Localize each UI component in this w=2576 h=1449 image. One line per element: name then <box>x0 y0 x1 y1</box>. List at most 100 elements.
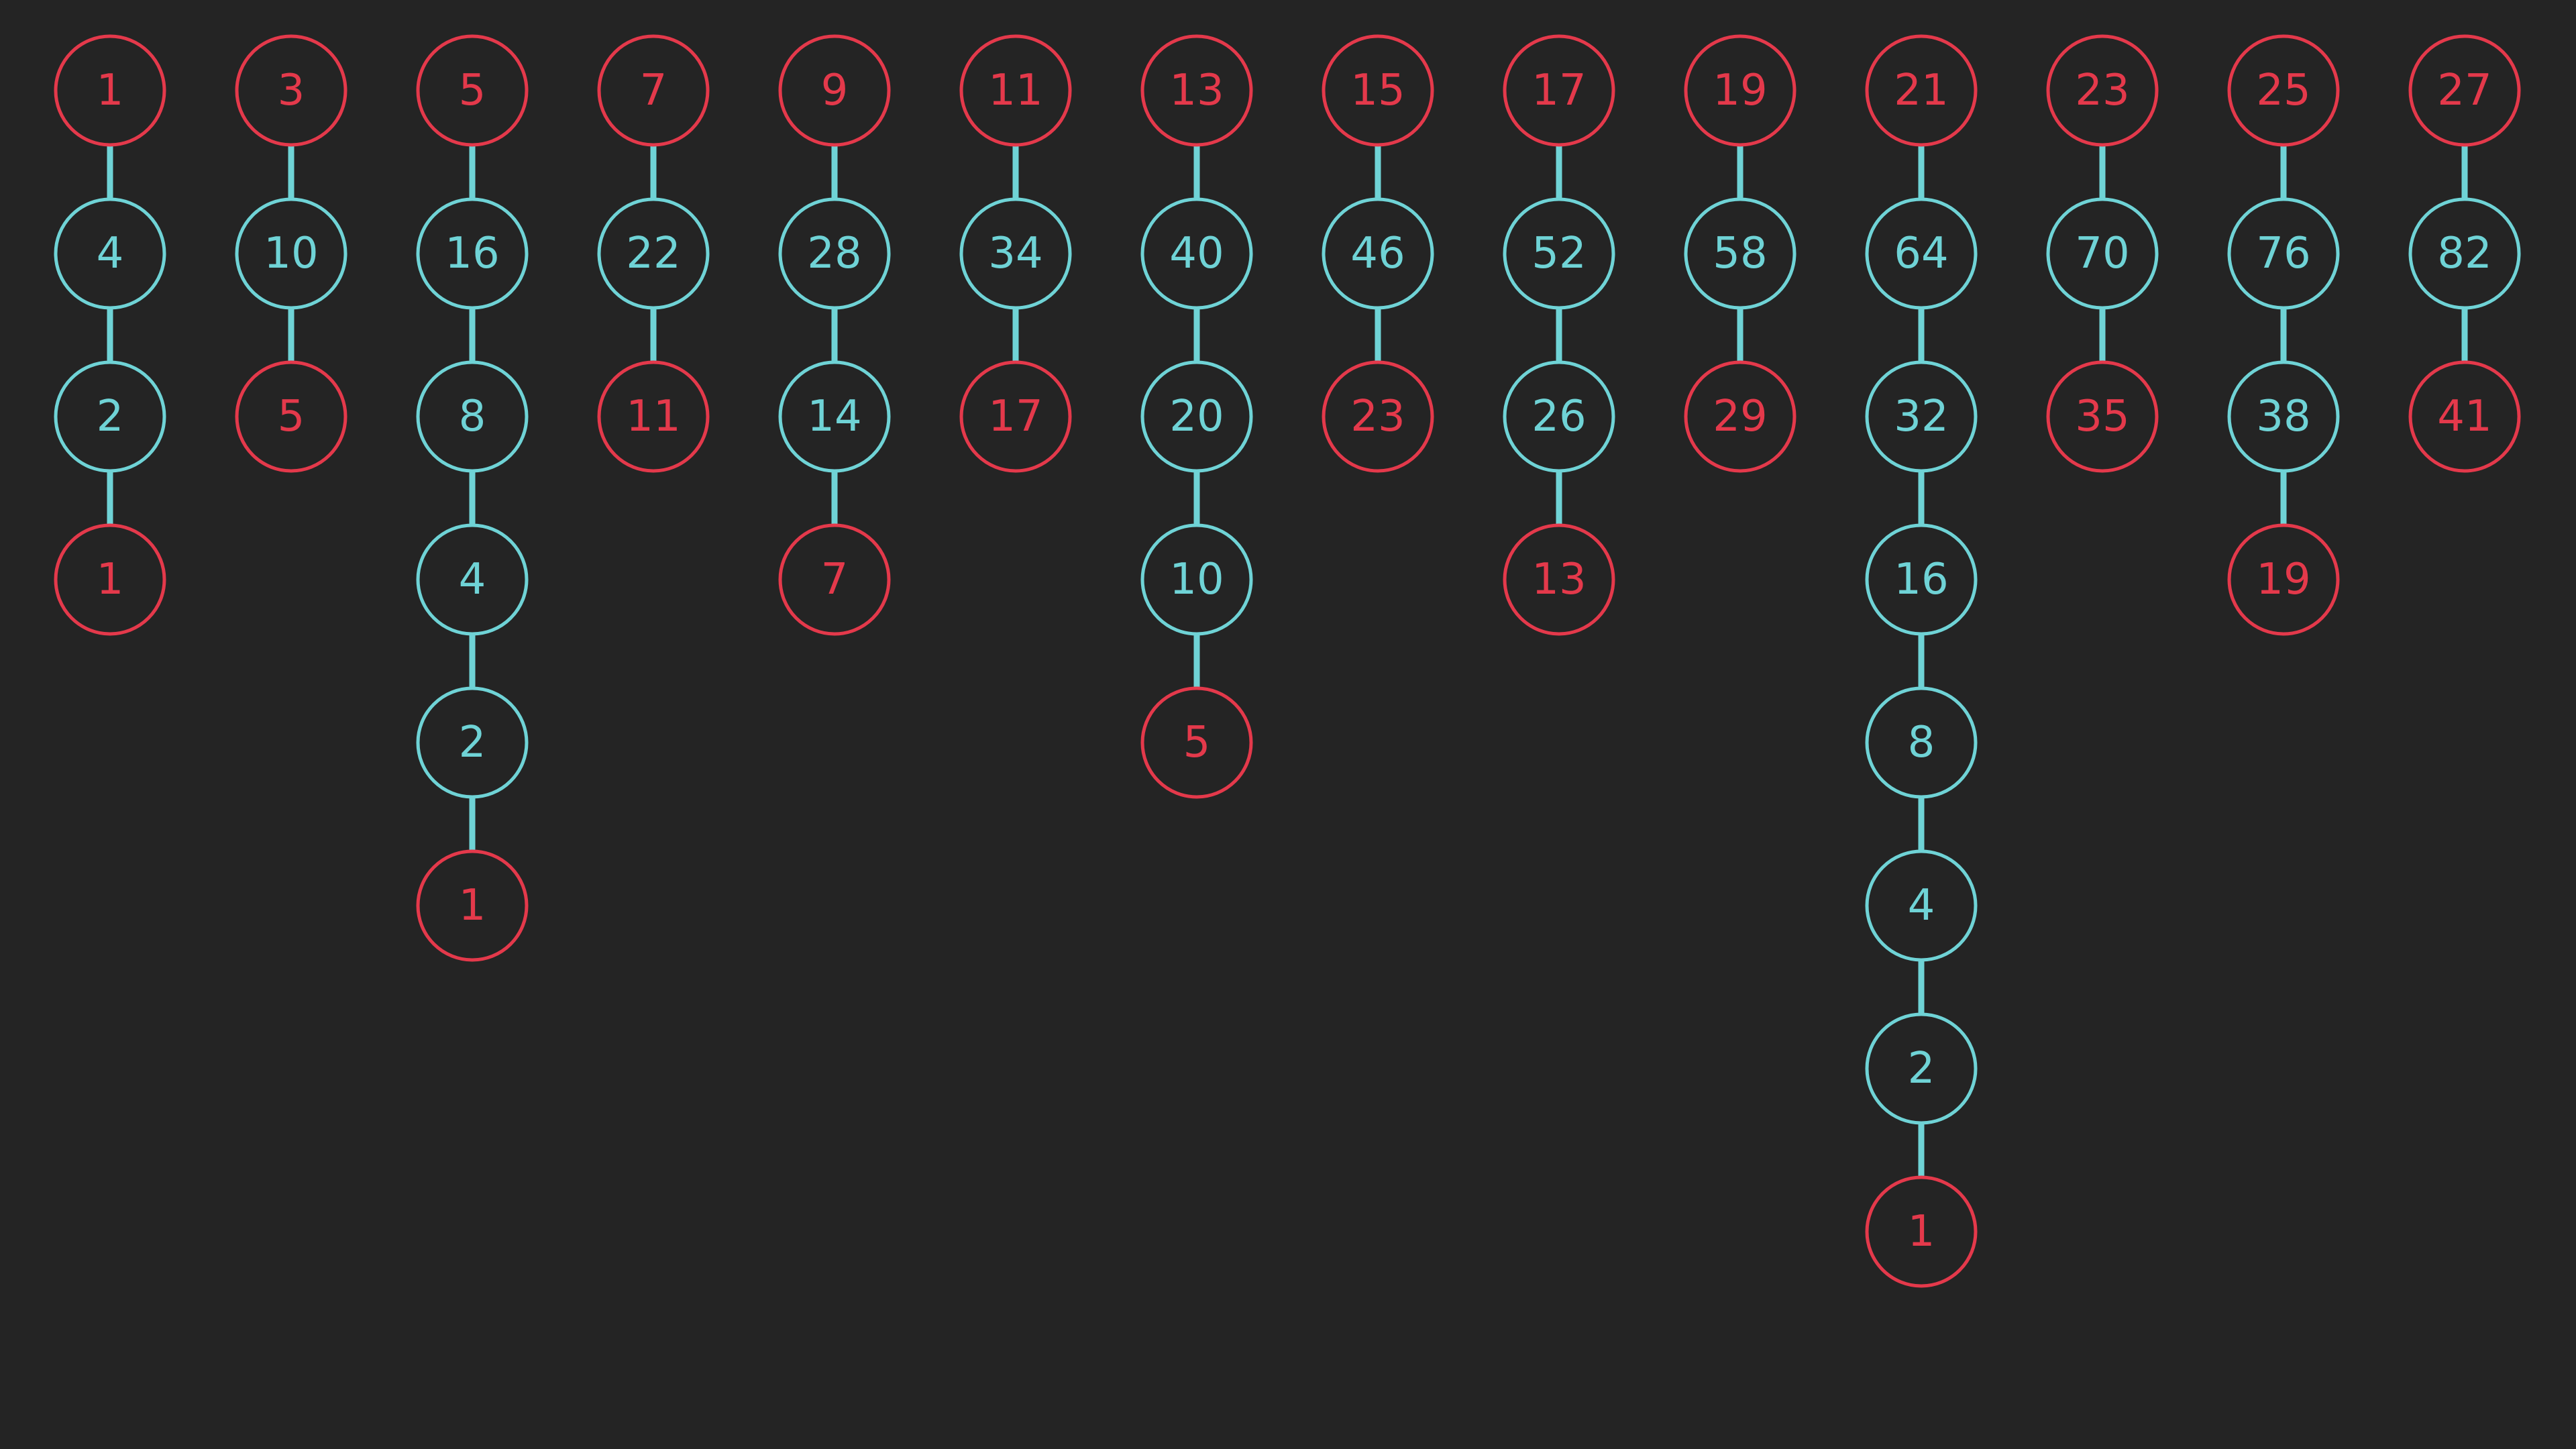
node-value: 3 <box>278 66 305 115</box>
chain-12: 23 70 35 <box>2046 34 2159 473</box>
odd-node: 5 <box>416 34 529 147</box>
node-circle <box>1865 197 1978 310</box>
node-circle <box>416 360 529 473</box>
even-node: 4 <box>416 523 529 636</box>
node-circle <box>1865 360 1978 473</box>
even-node: 46 <box>1322 197 1434 310</box>
node-circle <box>54 34 166 147</box>
even-node: 64 <box>1865 197 1978 310</box>
even-node: 16 <box>1865 523 1978 636</box>
node-circle <box>1140 197 1253 310</box>
node-circle <box>1865 34 1978 147</box>
node-value: 29 <box>1713 392 1767 441</box>
odd-node: 3 <box>235 34 347 147</box>
chain-4: 7 22 11 <box>597 34 710 473</box>
odd-node: 13 <box>1503 523 1615 636</box>
node-value: 13 <box>1169 66 1224 115</box>
node-circle <box>2408 34 2521 147</box>
node-circle <box>416 849 529 962</box>
node-circle <box>1322 360 1434 473</box>
node-circle <box>1865 849 1978 962</box>
node-value: 20 <box>1169 392 1224 441</box>
node-circle <box>1865 523 1978 636</box>
node-circle <box>416 686 529 799</box>
odd-node: 21 <box>1865 34 1978 147</box>
odd-node: 5 <box>235 360 347 473</box>
node-value: 4 <box>459 555 486 604</box>
even-node: 8 <box>1865 686 1978 799</box>
even-node: 10 <box>1140 523 1253 636</box>
node-value: 25 <box>2256 66 2310 115</box>
odd-node: 35 <box>2046 360 2159 473</box>
odd-node: 5 <box>1140 686 1253 799</box>
node-value: 1 <box>459 881 486 930</box>
even-node: 40 <box>1140 197 1253 310</box>
node-circle <box>1140 360 1253 473</box>
node-value: 38 <box>2256 392 2310 441</box>
even-node: 34 <box>959 197 1072 310</box>
node-circle <box>2046 197 2159 310</box>
node-circle <box>54 197 166 310</box>
node-value: 7 <box>640 66 667 115</box>
even-node: 76 <box>2227 197 2340 310</box>
node-circle <box>1322 197 1434 310</box>
even-node: 82 <box>2408 197 2521 310</box>
node-value: 17 <box>1532 66 1586 115</box>
node-circle <box>778 360 891 473</box>
node-value: 23 <box>2075 66 2129 115</box>
node-value: 10 <box>264 229 318 278</box>
node-value: 7 <box>821 555 849 604</box>
chain-5: 9 28 14 7 <box>778 34 891 636</box>
node-circle <box>959 360 1072 473</box>
odd-node: 1 <box>54 523 166 636</box>
even-node: 4 <box>54 197 166 310</box>
node-circle <box>54 523 166 636</box>
node-value: 11 <box>626 392 680 441</box>
node-value: 2 <box>1908 1044 1935 1093</box>
even-node: 4 <box>1865 849 1978 962</box>
node-value: 70 <box>2075 229 2129 278</box>
odd-node: 17 <box>959 360 1072 473</box>
node-value: 8 <box>1908 718 1935 767</box>
node-value: 16 <box>445 229 499 278</box>
node-circle <box>1322 34 1434 147</box>
odd-node: 11 <box>597 360 710 473</box>
node-circle <box>235 197 347 310</box>
even-node: 58 <box>1684 197 1796 310</box>
odd-node: 13 <box>1140 34 1253 147</box>
even-node: 26 <box>1503 360 1615 473</box>
node-value: 14 <box>807 392 861 441</box>
node-circle <box>2227 360 2340 473</box>
even-node: 2 <box>54 360 166 473</box>
node-value: 26 <box>1532 392 1586 441</box>
even-node: 52 <box>1503 197 1615 310</box>
node-circle <box>1503 523 1615 636</box>
node-value: 23 <box>1350 392 1405 441</box>
node-value: 9 <box>821 66 849 115</box>
odd-node: 1 <box>416 849 529 962</box>
node-value: 5 <box>459 66 486 115</box>
node-value: 40 <box>1169 229 1224 278</box>
odd-node: 9 <box>778 34 891 147</box>
even-node: 28 <box>778 197 891 310</box>
even-node: 38 <box>2227 360 2340 473</box>
node-value: 1 <box>97 66 124 115</box>
chain-2: 3 10 5 <box>235 34 347 473</box>
node-value: 15 <box>1350 66 1405 115</box>
node-value: 22 <box>626 229 680 278</box>
node-circle <box>1865 1012 1978 1125</box>
even-node: 22 <box>597 197 710 310</box>
node-value: 27 <box>2437 66 2491 115</box>
node-value: 58 <box>1713 229 1767 278</box>
even-node: 20 <box>1140 360 1253 473</box>
odd-node: 7 <box>597 34 710 147</box>
even-node: 32 <box>1865 360 1978 473</box>
chain-8: 15 46 23 <box>1322 34 1434 473</box>
node-value: 1 <box>1908 1207 1935 1256</box>
node-circle <box>1140 686 1253 799</box>
even-node: 8 <box>416 360 529 473</box>
